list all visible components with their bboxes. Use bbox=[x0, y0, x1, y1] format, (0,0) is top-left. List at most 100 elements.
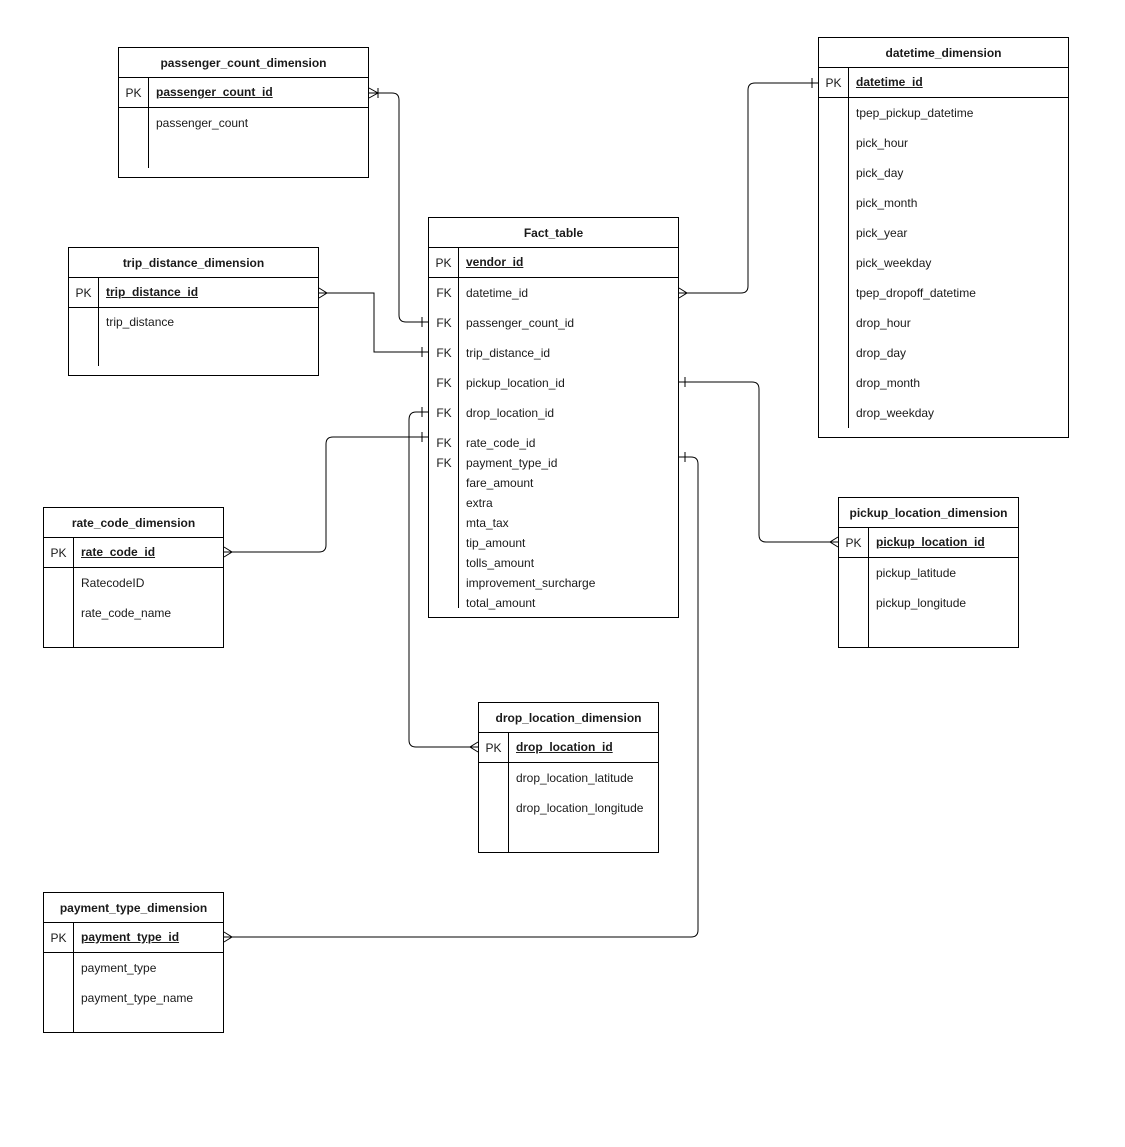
link-drop-location bbox=[408, 411, 478, 748]
entity-trip-distance-dimension[interactable]: trip_distance_dimension PK trip_distance… bbox=[68, 247, 319, 376]
field-name: fare_amount bbox=[466, 476, 534, 490]
field-row: pick_year bbox=[819, 218, 1068, 248]
primary-key-field: vendor_id bbox=[466, 255, 524, 269]
fk-marker: FK bbox=[436, 316, 452, 330]
field-name: total_amount bbox=[466, 596, 536, 610]
field-name: pick_hour bbox=[856, 136, 909, 150]
entity-title: rate_code_dimension bbox=[44, 508, 223, 538]
field-name: datetime_id bbox=[466, 286, 529, 300]
field-name: payment_type_id bbox=[466, 456, 558, 470]
fk-marker: FK bbox=[436, 376, 452, 390]
primary-key-row: PK drop_location_id bbox=[479, 733, 658, 763]
link-trip-distance bbox=[319, 292, 428, 353]
entity-fields: trip_distance bbox=[69, 308, 318, 366]
primary-key-row: PK trip_distance_id bbox=[69, 278, 318, 308]
entity-title: drop_location_dimension bbox=[479, 703, 658, 733]
field-name: payment_type bbox=[81, 961, 157, 975]
entity-datetime-dimension[interactable]: datetime_dimension PK datetime_id tpep_p… bbox=[818, 37, 1069, 438]
primary-key-field: passenger_count_id bbox=[156, 85, 273, 99]
primary-key-row: PK pickup_location_id bbox=[839, 528, 1018, 558]
primary-key-field: datetime_id bbox=[856, 75, 923, 89]
fk-marker: FK bbox=[436, 406, 452, 420]
entity-fields: drop_location_latitude drop_location_lon… bbox=[479, 763, 658, 852]
crow-foot-pickup-location bbox=[829, 536, 839, 548]
primary-key-row: PK datetime_id bbox=[819, 68, 1068, 98]
field-row: RatecodeID bbox=[44, 568, 223, 598]
field-row: trip_distance bbox=[69, 308, 318, 336]
field-row: pick_month bbox=[819, 188, 1068, 218]
field-name: pickup_longitude bbox=[876, 596, 967, 610]
primary-key-row: PK rate_code_id bbox=[44, 538, 223, 568]
field-row: tpep_pickup_datetime bbox=[819, 98, 1068, 128]
field-row: pickup_latitude bbox=[839, 558, 1018, 588]
field-name: drop_location_latitude bbox=[516, 771, 634, 785]
entity-payment-type-dimension[interactable]: payment_type_dimension PK payment_type_i… bbox=[43, 892, 224, 1033]
field-row: drop_location_latitude bbox=[479, 763, 658, 793]
field-row: tolls_amount bbox=[429, 553, 678, 573]
field-name: drop_location_longitude bbox=[516, 801, 644, 815]
field-row: FK rate_code_id bbox=[429, 433, 678, 453]
field-name: drop_month bbox=[856, 376, 921, 390]
pk-marker: PK bbox=[429, 248, 459, 277]
field-name: tip_amount bbox=[466, 536, 526, 550]
entity-title: payment_type_dimension bbox=[44, 893, 223, 923]
primary-key-field: trip_distance_id bbox=[106, 285, 199, 299]
field-row: payment_type bbox=[44, 953, 223, 983]
pk-marker: PK bbox=[69, 278, 99, 307]
link-rate-code bbox=[224, 436, 428, 553]
field-row: drop_day bbox=[819, 338, 1068, 368]
link-datetime bbox=[679, 82, 818, 294]
field-name: payment_type_name bbox=[81, 991, 194, 1005]
entity-title: passenger_count_dimension bbox=[119, 48, 368, 78]
crow-foot-payment-type bbox=[223, 931, 233, 943]
field-name: rate_code_id bbox=[466, 436, 536, 450]
field-row: pickup_longitude bbox=[839, 588, 1018, 618]
field-name: extra bbox=[466, 496, 493, 510]
entity-passenger-count-dimension[interactable]: passenger_count_dimension PK passenger_c… bbox=[118, 47, 369, 178]
crow-foot-datetime bbox=[678, 287, 688, 299]
field-row: tpep_dropoff_datetime bbox=[819, 278, 1068, 308]
primary-key-field: payment_type_id bbox=[81, 930, 180, 944]
field-row: extra bbox=[429, 493, 678, 513]
crow-foot-trip-distance bbox=[318, 287, 328, 299]
field-name: trip_distance bbox=[106, 315, 175, 329]
fk-marker: FK bbox=[436, 436, 452, 450]
pk-marker: PK bbox=[839, 528, 869, 557]
pk-marker: PK bbox=[119, 78, 149, 107]
field-name: tolls_amount bbox=[466, 556, 535, 570]
field-name: passenger_count bbox=[156, 116, 249, 130]
primary-key-row: PK vendor_id bbox=[429, 248, 678, 278]
entity-fields: payment_type payment_type_name bbox=[44, 953, 223, 1032]
field-row: drop_location_longitude bbox=[479, 793, 658, 823]
entity-title: pickup_location_dimension bbox=[839, 498, 1018, 528]
link-payment-type bbox=[224, 456, 699, 938]
entity-fields: tpep_pickup_datetime pick_hour pick_day … bbox=[819, 98, 1068, 437]
field-name: drop_weekday bbox=[856, 406, 935, 420]
field-name: pick_weekday bbox=[856, 256, 932, 270]
pk-marker: PK bbox=[44, 538, 74, 567]
field-name: drop_location_id bbox=[466, 406, 555, 420]
field-name: trip_distance_id bbox=[466, 346, 551, 360]
crow-foot-passenger-count bbox=[368, 87, 380, 99]
primary-key-row: PK passenger_count_id bbox=[119, 78, 368, 108]
entity-drop-location-dimension[interactable]: drop_location_dimension PK drop_location… bbox=[478, 702, 659, 853]
field-row: total_amount bbox=[429, 593, 678, 613]
field-name: mta_tax bbox=[466, 516, 509, 530]
entity-pickup-location-dimension[interactable]: pickup_location_dimension PK pickup_loca… bbox=[838, 497, 1019, 648]
entity-title: Fact_table bbox=[429, 218, 678, 248]
link-pickup-location bbox=[679, 381, 838, 543]
field-name: tpep_pickup_datetime bbox=[856, 106, 974, 120]
field-row: payment_type_name bbox=[44, 983, 223, 1013]
field-row: tip_amount bbox=[429, 533, 678, 553]
crow-foot-drop-location bbox=[469, 741, 479, 753]
field-row: mta_tax bbox=[429, 513, 678, 533]
entity-rate-code-dimension[interactable]: rate_code_dimension PK rate_code_id Rate… bbox=[43, 507, 224, 648]
field-name: drop_day bbox=[856, 346, 907, 360]
pk-marker: PK bbox=[44, 923, 74, 952]
entity-title: trip_distance_dimension bbox=[69, 248, 318, 278]
